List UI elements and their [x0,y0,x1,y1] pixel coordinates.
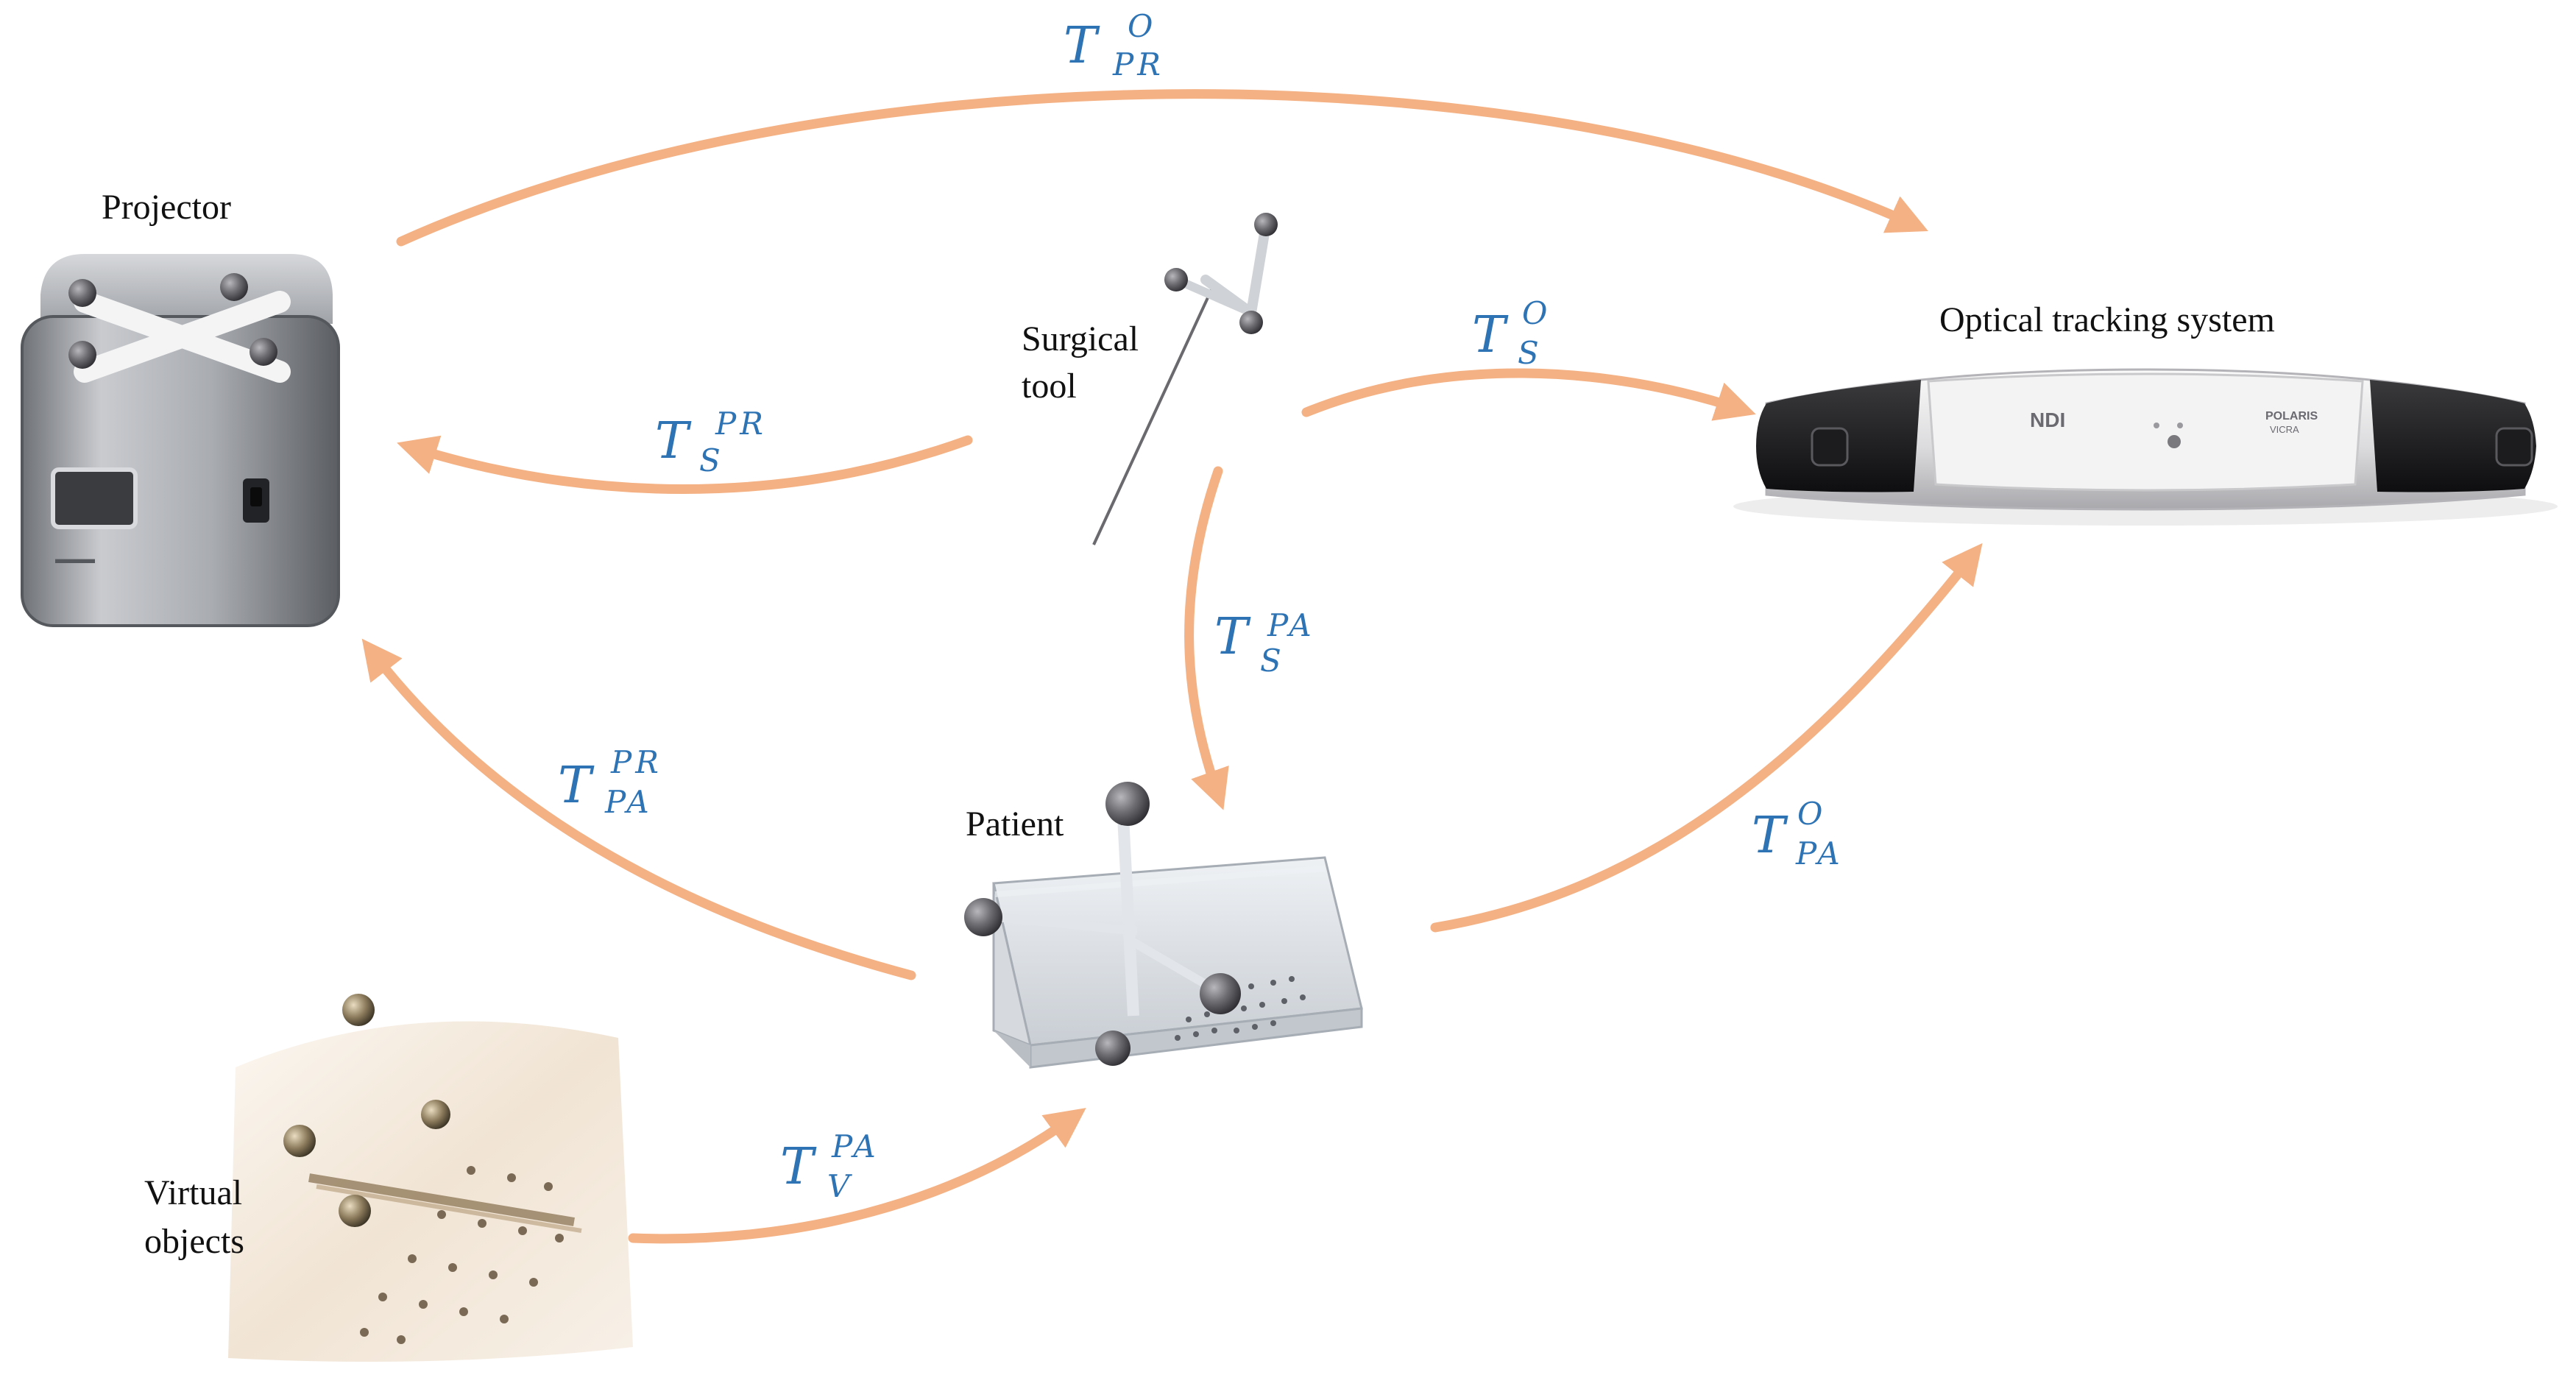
virtual-objects-label-line1: Virtual [144,1173,242,1212]
svg-text:PA: PA [831,1128,880,1164]
arrow-projector-to-tracker [396,89,1928,247]
ndi-brand: NDI [2030,409,2065,431]
svg-text:O: O [1128,8,1156,44]
svg-text:T: T [558,757,595,815]
svg-text:PA: PA [1267,607,1315,643]
arrow-tool-to-tracker [1301,368,1756,421]
optical-tracker-icon: NDI POLARIS VICRA [1733,368,2558,526]
arrow-virtual-to-patient [628,1108,1086,1244]
svg-text:T: T [655,412,692,470]
svg-text:S: S [699,442,724,478]
svg-text:T: T [1472,306,1509,364]
svg-text:T: T [1752,807,1788,865]
arrows-layer [361,89,1983,1244]
arrow-patient-to-tracker [1430,542,1983,933]
projector-label: Projector [102,188,231,227]
arrow-patient-to-projector [361,638,916,980]
svg-text:O: O [1797,796,1826,832]
patient-label: Patient [966,805,1064,844]
vicra-brand: VICRA [2270,424,2299,435]
svg-text:▬▬▬: ▬▬▬ [55,551,95,566]
transform-s-to-pr: T PR S [655,406,767,478]
transform-pr-to-o: T O PR [1064,8,1164,82]
patient-phantom-icon [964,782,1363,1069]
svg-text:PR: PR [610,744,662,780]
transform-v-to-pa: T PA V [780,1128,880,1204]
transform-pa-to-pr: T PR PA [558,744,662,820]
virtual-objects-icon [228,994,633,1362]
svg-text:T: T [1214,608,1251,666]
svg-text:S: S [1518,335,1543,371]
transform-labels: T O PR T O S T PR S T PA S T PR PA [558,8,1844,1204]
svg-text:PA: PA [604,784,653,820]
surgical-tool-label-line1: Surgical [1022,319,1139,358]
svg-text:T: T [1064,17,1100,75]
transform-s-to-o: T O S [1472,295,1551,371]
svg-text:PR: PR [1112,46,1164,82]
arrow-tool-to-projector [397,435,973,494]
svg-text:PR: PR [715,406,767,442]
arrow-tool-to-patient [1184,466,1229,810]
svg-text:O: O [1522,295,1551,331]
optical-tracking-label: Optical tracking system [1939,300,2275,339]
polaris-brand: POLARIS [2265,410,2318,423]
svg-text:T: T [780,1138,817,1196]
svg-text:V: V [827,1168,853,1204]
transform-s-to-pa: T PA S [1214,607,1315,679]
svg-text:S: S [1260,643,1285,679]
projector-icon: ▬▬▬ [21,254,340,627]
surgical-tool-label-line2: tool [1022,367,1077,406]
transform-pa-to-o: T O PA [1752,796,1844,872]
svg-text:PA: PA [1795,835,1844,872]
virtual-objects-label-line2: objects [144,1222,244,1261]
surgical-tool-icon [1092,213,1278,545]
